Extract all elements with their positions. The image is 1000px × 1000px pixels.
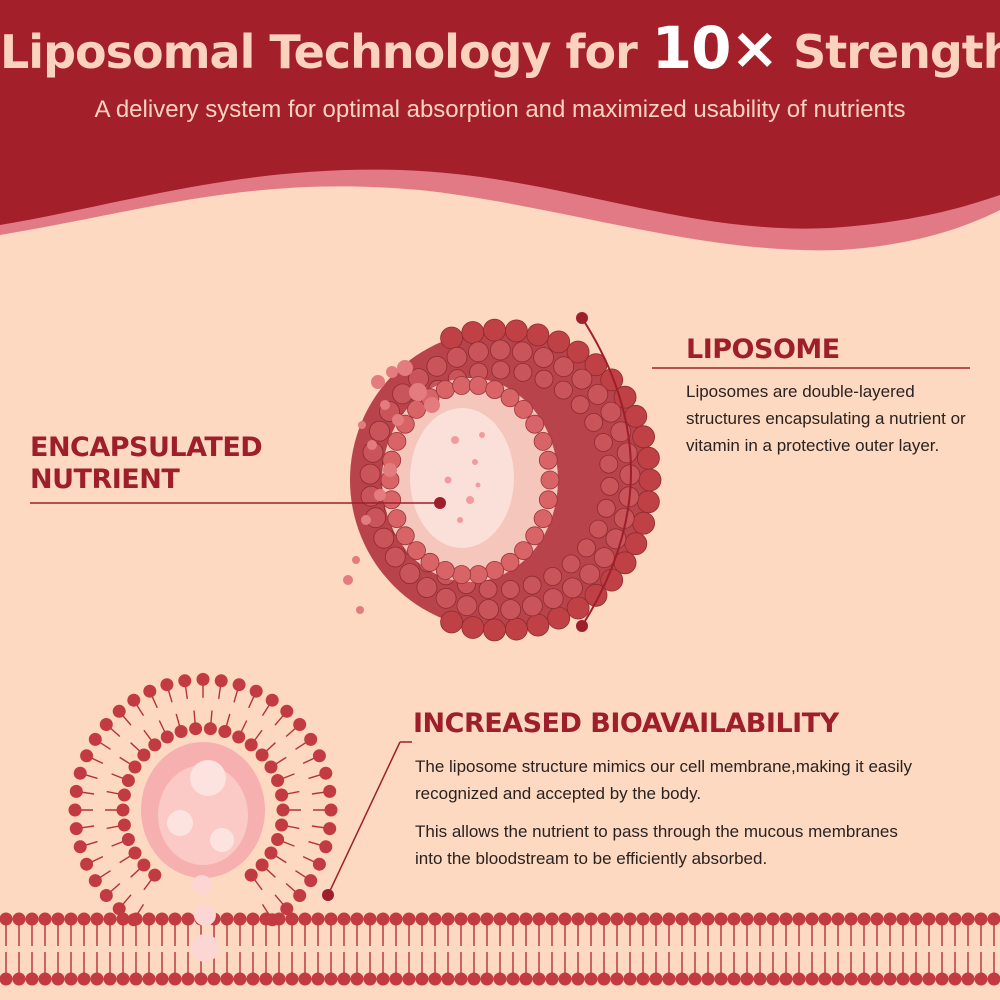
bioavailability-paragraph-1: The liposome structure mimics our cell m…: [415, 757, 912, 803]
title-highlight: 10×: [651, 14, 779, 82]
liposome-bracket: [576, 312, 970, 632]
encapsulated-nutrient-core: [410, 408, 514, 548]
bioavailability-pointer: [322, 741, 412, 901]
title-post: Strength: [778, 25, 1000, 79]
vesicle-contents: [141, 742, 265, 962]
header-wave-dark: [0, 0, 1000, 229]
encapsulated-heading: ENCAPSULATED NUTRIENT: [30, 432, 263, 496]
fusing-vesicle: [68, 672, 338, 927]
encapsulated-heading-line1: ENCAPSULATED: [30, 432, 263, 463]
bioavailability-heading: INCREASED BIOAVAILABILITY: [413, 708, 839, 739]
cell-membrane: [0, 912, 1000, 986]
page-subtitle: A delivery system for optimal absorption…: [94, 96, 906, 123]
bioavailability-paragraph-2: This allows the nutrient to pass through…: [415, 822, 898, 868]
scatter-particles: [343, 360, 440, 614]
liposome-heading: LIPOSOME: [686, 334, 840, 365]
liposome-illustration: [343, 318, 662, 642]
liposome-description: Liposomes are double-layered structures …: [686, 382, 966, 455]
encapsulated-heading-line2: NUTRIENT: [30, 464, 180, 495]
title-pre: Liposomal Technology for: [0, 25, 652, 79]
encapsulated-pointer: [30, 497, 446, 509]
nutrient-particles: [437, 432, 485, 523]
membrane-illustration: [0, 672, 1000, 986]
header-banner: [0, 0, 1000, 251]
page-title: Liposomal Technology for 10× Strength: [0, 14, 1000, 82]
